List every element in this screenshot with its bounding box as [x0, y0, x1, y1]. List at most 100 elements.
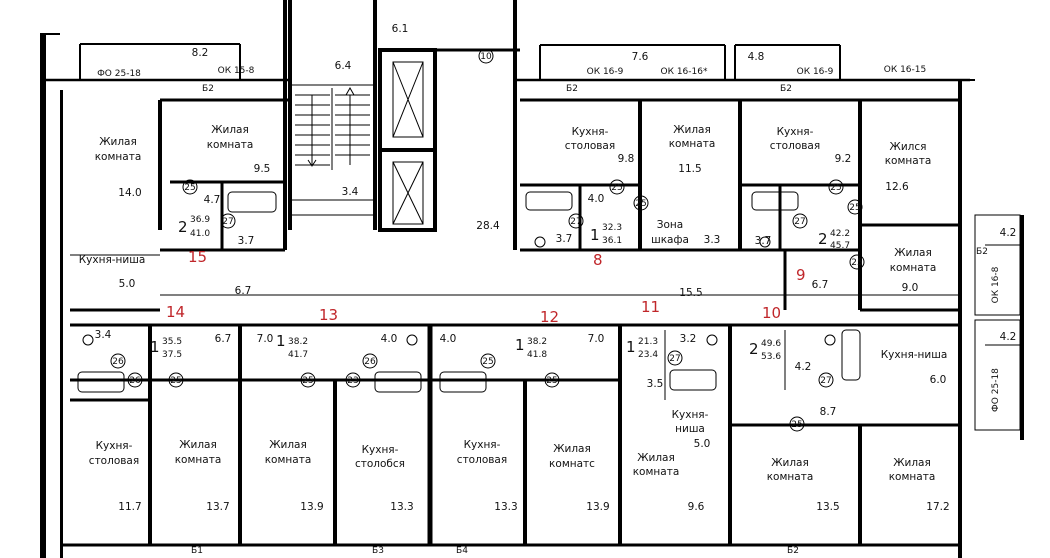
svg-text:27: 27 — [820, 376, 831, 386]
window-mark: ОК 16-15 — [884, 65, 927, 75]
bottom-row-walls — [60, 325, 960, 547]
area-number: 4.0 — [440, 333, 457, 345]
svg-text:35.5: 35.5 — [162, 337, 182, 347]
svg-text:26: 26 — [112, 357, 124, 367]
apartment-summary: 1 38.2 41.7 — [276, 332, 308, 360]
room-label: столовая — [565, 140, 615, 152]
bathtub-icon — [227, 191, 277, 213]
entry-number: 13 — [319, 306, 338, 324]
room-label: Кухня- — [362, 444, 399, 456]
svg-text:49.6: 49.6 — [761, 339, 781, 349]
room-label: Кухня-ниша — [881, 349, 948, 361]
room-area: 5.0 — [119, 278, 136, 290]
toilet-icon — [406, 334, 418, 346]
entry-number: 10 — [762, 304, 781, 322]
door-mark: 25 — [544, 372, 560, 388]
room-label: комната — [885, 155, 932, 167]
room-label: Кухня- — [464, 439, 501, 451]
stair-steps — [295, 88, 370, 170]
area-number: 4.2 — [1000, 331, 1017, 343]
room-label: комната — [633, 466, 680, 478]
door-mark: 23 — [345, 372, 361, 388]
entry-number: 9 — [796, 266, 806, 284]
room-area: 9.2 — [835, 153, 852, 165]
window-marks: ФО 25-18 ОК 15-8 Б2 ОК 16-9 ОК 16-16* Б2… — [97, 65, 1001, 556]
svg-text:25: 25 — [851, 258, 862, 268]
window-mark: Б2 — [202, 84, 214, 94]
room-area: 13.7 — [206, 501, 229, 513]
toilet-icon — [534, 236, 546, 248]
room-label: Кухня- — [96, 440, 133, 452]
area-numbers: 8.2 6.1 6.4 3.4 28.4 4.7 3.7 6.7 15.5 7.… — [95, 23, 1017, 418]
svg-text:23: 23 — [347, 376, 358, 386]
room-label: столовая — [770, 140, 820, 152]
bathtub-icon — [669, 369, 717, 391]
bathtub-icon — [751, 191, 799, 211]
room-label: столовая — [457, 454, 507, 466]
entry-number: 11 — [641, 298, 660, 316]
svg-text:41.7: 41.7 — [288, 350, 308, 360]
svg-text:41.8: 41.8 — [527, 350, 547, 360]
room-label: комната — [669, 138, 716, 150]
room-label: Жился — [890, 141, 927, 153]
room-label: комната — [767, 471, 814, 483]
toilet-icon — [82, 334, 94, 346]
svg-text:25: 25 — [184, 183, 195, 193]
area-number: 6.7 — [235, 285, 252, 297]
entry-number: 8 — [593, 251, 603, 269]
right-top-walls — [515, 44, 975, 558]
svg-text:1: 1 — [626, 338, 636, 356]
room-area: 13.3 — [494, 501, 517, 513]
svg-text:1: 1 — [150, 338, 160, 356]
window-mark: ФО 25-18 — [991, 368, 1001, 412]
room-area: 9.5 — [254, 163, 271, 175]
svg-text:45.7: 45.7 — [830, 241, 850, 251]
sink-icon — [824, 334, 836, 346]
svg-text:25: 25 — [482, 357, 493, 367]
room-area: 17.2 — [926, 501, 949, 513]
svg-text:1: 1 — [515, 336, 525, 354]
door-marks: 25 27 25 25 27 25 27 25 25 26 26 25 25 2… — [110, 52, 865, 432]
room-area: 12.6 — [885, 181, 909, 193]
area-number: 6.7 — [215, 333, 232, 345]
svg-text:25: 25 — [830, 183, 841, 193]
room-label: Жилая — [894, 247, 932, 259]
area-number: 8.2 — [192, 47, 209, 59]
room-label: Зона — [657, 219, 683, 231]
apartment-summary: 1 38.2 41.8 — [515, 336, 547, 360]
door-mark: 25 — [633, 195, 649, 211]
area-number: 4.2 — [795, 361, 812, 373]
apartment-summary: 2 36.9 41.0 — [178, 215, 210, 239]
door-mark: 27 — [667, 350, 683, 366]
room-area: 11.7 — [118, 501, 141, 513]
bathtub-icon — [525, 191, 573, 211]
room-label: шкафа — [651, 234, 689, 246]
area-number: 15.5 — [679, 287, 702, 299]
svg-text:25: 25 — [611, 183, 622, 193]
corridor — [70, 294, 960, 327]
svg-text:1: 1 — [590, 226, 600, 244]
room-label: Кухня-ниша — [79, 254, 146, 266]
door-mark: 25 — [182, 179, 198, 195]
outer-walls — [40, 0, 1050, 558]
area-number: 6.7 — [812, 279, 829, 291]
elevator-car-1 — [392, 61, 424, 138]
bathtub-icon — [374, 371, 422, 393]
window-mark: Б4 — [456, 546, 468, 556]
area-number: 3.4 — [342, 186, 359, 198]
toilet-icon — [706, 334, 718, 346]
door-mark: 25 — [849, 254, 865, 270]
room-label: комната — [265, 454, 312, 466]
svg-text:27: 27 — [570, 217, 581, 227]
area-number: 3.5 — [647, 378, 664, 390]
svg-text:27: 27 — [222, 217, 233, 227]
room-label: Жилая — [269, 439, 307, 451]
door-tag-10 — [478, 48, 494, 64]
window-mark: Б2 — [566, 84, 578, 94]
area-number: 3.7 — [755, 235, 772, 247]
door-mark: 25 — [480, 353, 496, 369]
room-area: 9.0 — [902, 282, 919, 294]
svg-text:10: 10 — [480, 52, 492, 62]
door-mark: 27 — [568, 213, 584, 229]
